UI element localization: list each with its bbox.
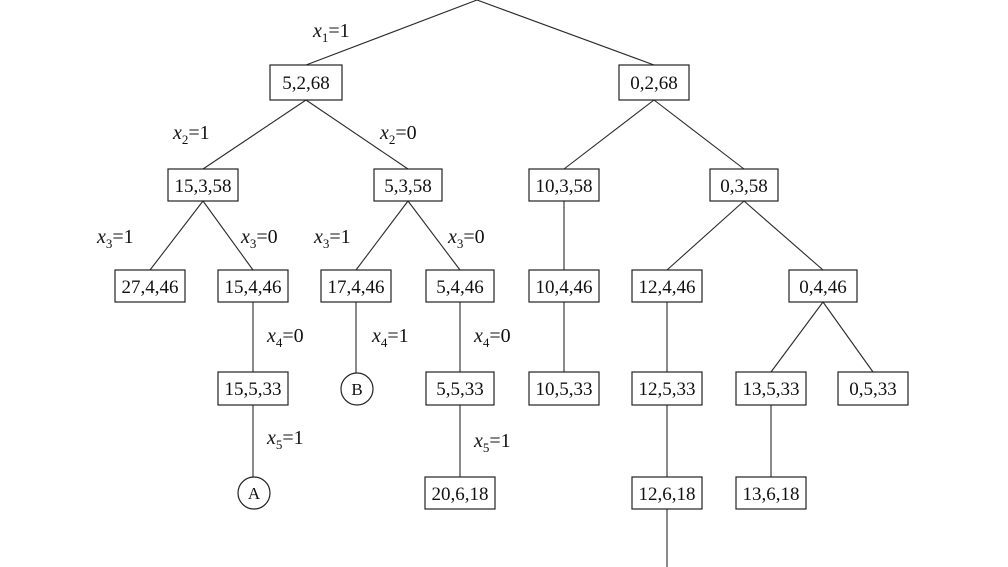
edge-label-b1-x4-eq-1: x4=1 [371,325,409,350]
edge-d-d0 [743,200,824,271]
node-label: 15,4,46 [225,277,282,298]
tree-node: 15,4,46 [217,269,289,303]
edge-b-b0 [407,200,461,271]
edge-a-a0 [202,200,254,271]
tree-node: 12,4,46 [631,269,703,303]
node-label: 15,3,58 [175,176,232,197]
node-label: 10,5,33 [536,379,593,400]
node-label: 5,5,33 [436,379,484,400]
node-label: 27,4,46 [122,277,179,298]
edge-label-a00-x5-eq-1: x5=1 [266,427,304,452]
tree-node: 10,4,46 [528,269,600,303]
terminal-node-b: B [340,372,374,406]
edge-x1_1-b [305,99,409,170]
tree-node: 13,6,18 [735,476,807,510]
node-label: 5,3,58 [384,176,432,197]
node-label: 17,4,46 [328,277,385,298]
edge-label-x2-eq-1: x2=1 [172,122,210,147]
node-label: 10,4,46 [536,277,593,298]
node-label: 5,4,46 [436,277,484,298]
edge-x1_0-d [653,99,745,170]
tree-edges [149,0,874,567]
tree-node: 5,5,33 [425,371,495,406]
node-label: 20,6,18 [432,484,489,505]
edge-d0-d01 [770,301,824,373]
node-label: 0,3,58 [720,176,768,197]
terminal-nodes: A B [237,372,374,510]
tree-node: 5,4,46 [425,269,495,303]
node-label: 0,4,46 [799,277,847,298]
edge-label-b-x3-eq-0: x3=0 [447,226,485,251]
node-label: 12,5,33 [639,379,696,400]
edge-labels: x1=1 x2=1 x2=0 x3=1 x3=0 x3=1 x3=0 x4=0 … [96,20,511,455]
tree-node: 12,6,18 [631,476,703,510]
terminal-node-a: A [237,476,271,510]
tree-nodes: 5,2,68 0,2,68 15,3,58 5,3,58 10,3,58 0,3… [114,64,909,510]
edge-d-d1 [666,200,745,271]
node-label: 12,4,46 [639,277,696,298]
node-label: 0,2,68 [630,73,678,94]
node-label: 15,5,33 [225,379,282,400]
edge-a-a1 [149,200,204,271]
tree-node: 10,5,33 [528,371,600,406]
node-label: 0,5,33 [849,379,897,400]
tree-node: 17,4,46 [320,269,392,303]
tree-node: 20,6,18 [424,476,496,510]
edge-x1_1-a [202,99,307,170]
edge-label-a-x3-eq-0: x3=0 [240,226,278,251]
tree-node: 5,2,68 [269,64,343,101]
edge-b-b1 [355,200,409,271]
edge-label-b-x3-eq-1: x3=1 [313,226,351,251]
node-label: 5,2,68 [282,73,330,94]
tree-node: 0,2,68 [618,64,690,101]
edge-label-x2-eq-0: x2=0 [379,122,417,147]
tree-node: 5,3,58 [373,168,443,202]
terminal-label: B [351,380,362,399]
node-label: 13,6,18 [743,484,800,505]
edge-label-a0-x4-eq-0: x4=0 [266,325,304,350]
tree-node: 15,3,58 [167,168,239,202]
node-label: 12,6,18 [639,484,696,505]
tree-node: 0,4,46 [788,269,858,303]
node-label: 10,3,58 [536,176,593,197]
edge-d0-d00 [822,301,874,373]
edge-label-x1-eq-1: x1=1 [312,20,350,45]
tree-node: 0,5,33 [837,371,909,406]
edge-root-left [305,0,478,66]
edge-label-b0-x4-eq-0: x4=0 [473,325,511,350]
tree-node: 13,5,33 [735,371,807,406]
edge-x1_0-c [563,99,655,170]
terminal-label: A [248,484,261,503]
edge-label-a-x3-eq-1: x3=1 [96,226,134,251]
tree-node: 0,3,58 [709,168,779,202]
tree-node: 27,4,46 [114,269,186,303]
edge-root-right [476,0,655,66]
tree-node: 10,3,58 [528,168,600,202]
tree-node: 15,5,33 [217,371,289,406]
edge-label-b00-x5-eq-1: x5=1 [473,430,511,455]
tree-node: 12,5,33 [631,371,703,406]
node-label: 13,5,33 [743,379,800,400]
